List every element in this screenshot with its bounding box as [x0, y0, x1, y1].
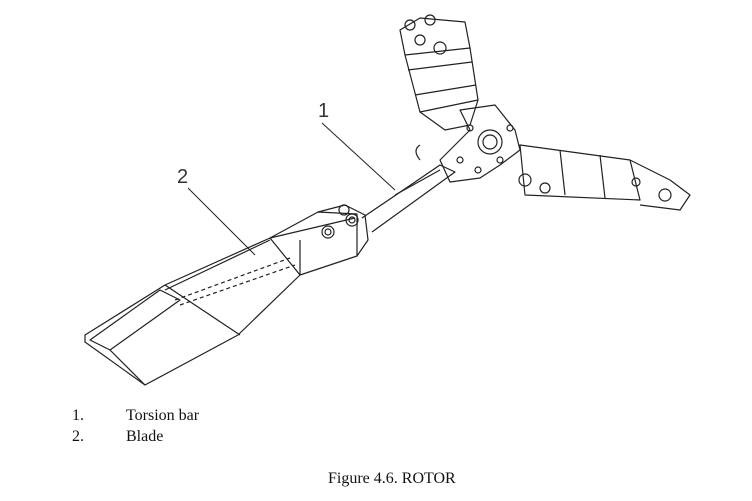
- blade-grip: [317, 204, 369, 257]
- callout-2: 2: [177, 166, 189, 188]
- rotor-hub: [415, 104, 521, 183]
- legend-number: 2.: [72, 428, 84, 445]
- callout-1: 1: [318, 100, 330, 122]
- blade: [84, 211, 358, 386]
- figure-caption: Figure 4.6. ROTOR: [328, 470, 456, 487]
- legend-label: Blade: [126, 428, 164, 445]
- legend-label: Torsion bar: [126, 407, 200, 424]
- legend-number: 1.: [72, 407, 84, 424]
- leader-lines: [187, 122, 396, 256]
- right-arm: [518, 144, 691, 211]
- upper-arm: [399, 14, 479, 131]
- rotor-line-drawing: [84, 14, 691, 386]
- torsion-bar: [361, 164, 456, 233]
